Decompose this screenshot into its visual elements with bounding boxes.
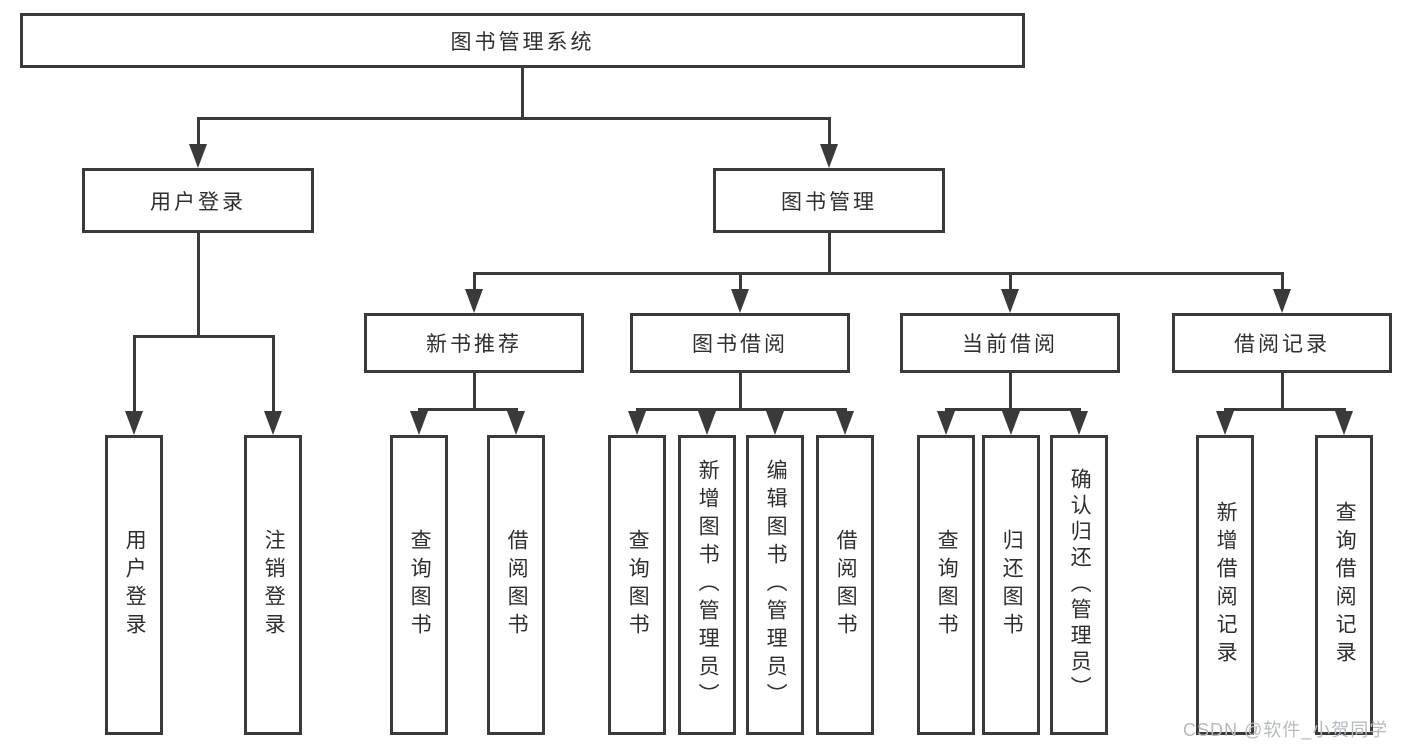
connector-line	[945, 408, 948, 413]
csdn-watermark: CSDN @软件_小贺同学	[1183, 720, 1389, 740]
leaf-borrow-books: 借阅图书	[816, 435, 874, 735]
connector-line	[1078, 408, 1081, 413]
connector-line	[197, 117, 831, 120]
leaf-borrow-books-recommend: 借阅图书	[487, 435, 545, 735]
node-label: 查询图书	[626, 529, 650, 641]
node-label: 借阅记录	[1234, 333, 1330, 356]
node-label: 图书借阅	[692, 333, 788, 356]
node-label: 当前借阅	[962, 333, 1058, 356]
connector-line	[1009, 373, 1012, 408]
leaf-query-books-borrow: 查询图书	[608, 435, 666, 735]
node-label: 借阅图书	[505, 529, 529, 641]
connector-line	[1281, 373, 1284, 408]
node-label: 用户登录	[150, 190, 246, 214]
leaf-query-books-recommend: 查询图书	[390, 435, 448, 735]
connector-line	[473, 373, 476, 408]
connector-line	[636, 408, 639, 413]
connector-line	[197, 233, 200, 335]
connector-line	[133, 335, 275, 338]
connector-line	[1343, 408, 1346, 413]
connector-line	[521, 68, 524, 117]
node-borrow-records: 借阅记录	[1172, 313, 1392, 373]
connector-line	[418, 408, 518, 411]
arrow-down	[820, 144, 838, 168]
arrow-down	[1002, 411, 1020, 435]
connector-line	[418, 408, 421, 413]
node-label: 新书推荐	[426, 333, 522, 356]
connector-line	[197, 117, 200, 147]
node-new-book-recommend: 新书推荐	[364, 313, 584, 373]
node-label: 查询借阅记录	[1333, 501, 1357, 669]
node-label: 确认归还（管理员）	[1068, 468, 1092, 702]
node-label: 用户登录	[123, 529, 147, 641]
arrow-down	[766, 411, 784, 435]
node-label: 查询图书	[408, 529, 432, 641]
connector-line	[844, 408, 847, 413]
arrow-down	[698, 411, 716, 435]
node-label: 归还图书	[1000, 529, 1024, 641]
connector-line	[1224, 408, 1227, 413]
node-label: 图书管理	[781, 190, 877, 214]
connector-line	[706, 408, 709, 413]
connector-line	[473, 272, 476, 289]
arrow-down	[264, 411, 282, 435]
connector-line	[739, 272, 742, 289]
leaf-user-login: 用户登录	[105, 435, 163, 735]
connector-line	[828, 117, 831, 147]
arrow-down	[836, 411, 854, 435]
connector-line	[133, 335, 136, 411]
connector-line	[473, 272, 1284, 275]
node-book-management: 图书管理	[713, 168, 945, 233]
arrow-down	[465, 289, 483, 313]
leaf-query-books-current: 查询图书	[917, 435, 975, 735]
node-label: 注销登录	[262, 529, 286, 641]
node-current-borrow: 当前借阅	[900, 313, 1120, 373]
arrow-down	[1273, 289, 1291, 313]
node-label: 查询图书	[935, 529, 959, 641]
connector-line	[272, 335, 275, 411]
arrow-down	[628, 411, 646, 435]
node-label: 借阅图书	[834, 529, 858, 641]
leaf-add-book-admin: 新增图书（管理员）	[678, 435, 736, 735]
arrow-down	[731, 289, 749, 313]
node-label: 图书管理系统	[450, 30, 595, 54]
connector-line	[945, 408, 1081, 411]
connector-line	[1009, 272, 1012, 289]
arrow-down	[937, 411, 955, 435]
node-user-login: 用户登录	[82, 168, 314, 233]
connector-line	[1010, 408, 1013, 413]
arrow-down	[1001, 289, 1019, 313]
leaf-edit-book-admin: 编辑图书（管理员）	[746, 435, 804, 735]
connector-line	[515, 408, 518, 413]
arrow-down	[410, 411, 428, 435]
arrow-down	[189, 144, 207, 168]
node-library-system: 图书管理系统	[20, 13, 1025, 68]
arrow-down	[507, 411, 525, 435]
leaf-confirm-return-admin: 确认归还（管理员）	[1050, 435, 1108, 735]
node-label: 新增借阅记录	[1214, 501, 1238, 669]
connector-line	[636, 408, 847, 411]
arrow-down	[1335, 411, 1353, 435]
leaf-add-borrow-record: 新增借阅记录	[1196, 435, 1254, 735]
node-label: 编辑图书（管理员）	[764, 459, 788, 711]
leaf-return-book: 归还图书	[982, 435, 1040, 735]
connector-line	[1281, 272, 1284, 289]
leaf-query-borrow-record: 查询借阅记录	[1315, 435, 1373, 735]
node-label: 新增图书（管理员）	[696, 459, 720, 711]
arrow-down	[1216, 411, 1234, 435]
connector-line	[774, 408, 777, 413]
connector-line	[739, 373, 742, 408]
arrow-down	[1070, 411, 1088, 435]
leaf-logout-login: 注销登录	[244, 435, 302, 735]
arrow-down	[125, 411, 143, 435]
connector-line	[828, 233, 831, 272]
node-book-borrow: 图书借阅	[630, 313, 850, 373]
connector-line	[1224, 408, 1346, 411]
